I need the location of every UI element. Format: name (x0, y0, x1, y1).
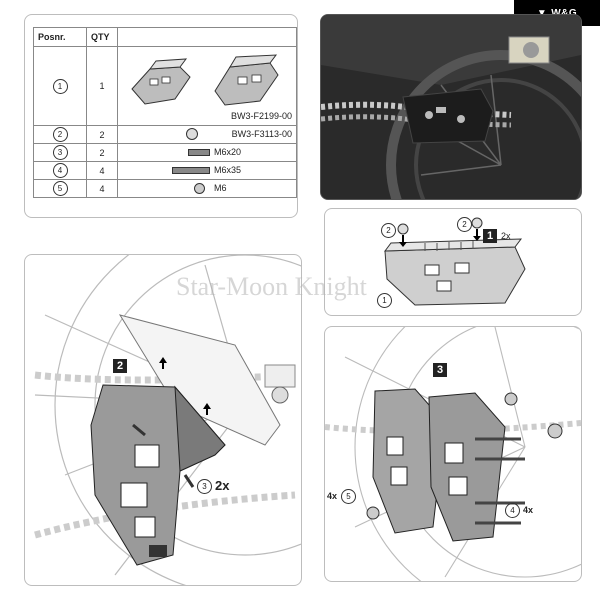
callout-part-2b: 2 (457, 217, 472, 232)
step-1-count: 2x (501, 231, 511, 241)
step-2-count: 2x (215, 478, 230, 493)
table-row: 1 (33, 46, 87, 126)
step-2-panel: 2 3 2x (24, 254, 302, 586)
table-row: 2 (33, 125, 87, 144)
part-4-size: M6x35 (214, 165, 242, 175)
step-2-illustration (34, 255, 301, 585)
callout-part-4: 4 (505, 503, 520, 518)
step-3-left-count: 4x (327, 491, 338, 501)
pos-circle: 1 (52, 78, 68, 94)
chain-guide-exploded-illustration (383, 217, 526, 306)
step-1-panel: 2 2 1 1 2x (324, 208, 582, 316)
part-1-cell: BW3-F2199-00 (117, 46, 297, 126)
qty-cell: 4 (86, 161, 118, 180)
washer-icon (186, 128, 198, 140)
watermark-text: Star-Moon Knight (176, 272, 367, 301)
long-bolt-icon (172, 167, 210, 174)
installed-photo-panel (320, 14, 582, 200)
qty-cell: 2 (86, 125, 118, 144)
step-2-badge: 2 (113, 359, 127, 373)
part-2-number: BW3-F3113-00 (231, 129, 292, 139)
callout-part-1: 1 (377, 293, 392, 308)
part-1-number: BW3-F2199-00 (230, 111, 292, 121)
part-3-cell: M6x20 (117, 143, 297, 162)
step-1-badge: 1 (483, 229, 497, 243)
step-3-illustration (325, 327, 581, 581)
part-4-cell: M6x35 (117, 161, 297, 180)
brand-label: W&G (551, 7, 578, 19)
nut-icon (194, 183, 205, 194)
callout-part-2a: 2 (381, 223, 396, 238)
chain-guide-pair-illustration (131, 54, 279, 106)
short-bolt-icon (188, 149, 210, 156)
qty-cell: 1 (86, 46, 118, 126)
table-row: 3 (33, 143, 87, 162)
callout-part-3: 3 (197, 479, 212, 494)
pos-circle: 4 (52, 163, 68, 178)
pos-circle: 5 (52, 181, 68, 196)
part-5-size: M6 (214, 183, 227, 193)
pos-circle: 2 (52, 127, 68, 142)
col-image (117, 27, 297, 47)
brand-logo-icon: ▼ (536, 7, 548, 19)
col-posnr: Posnr. (33, 27, 87, 47)
pos-circle: 3 (52, 145, 68, 160)
qty-cell: 2 (86, 143, 118, 162)
parts-table: Posnr. QTY 1 1 (33, 27, 297, 198)
part-2-cell: BW3-F3113-00 (117, 125, 297, 144)
table-row: 5 (33, 179, 87, 198)
qty-cell: 4 (86, 179, 118, 198)
installed-photo-illustration (321, 15, 581, 199)
table-row: 4 (33, 161, 87, 180)
col-qty: QTY (86, 27, 118, 47)
parts-list-panel: Posnr. QTY 1 1 (24, 14, 298, 218)
step-3-panel: 3 4x 5 4 4x (324, 326, 582, 582)
step-3-right-count: 4x (523, 505, 534, 515)
step-3-badge: 3 (433, 363, 447, 377)
part-3-size: M6x20 (214, 147, 242, 157)
callout-part-5: 5 (341, 489, 356, 504)
part-5-cell: M6 (117, 179, 297, 198)
